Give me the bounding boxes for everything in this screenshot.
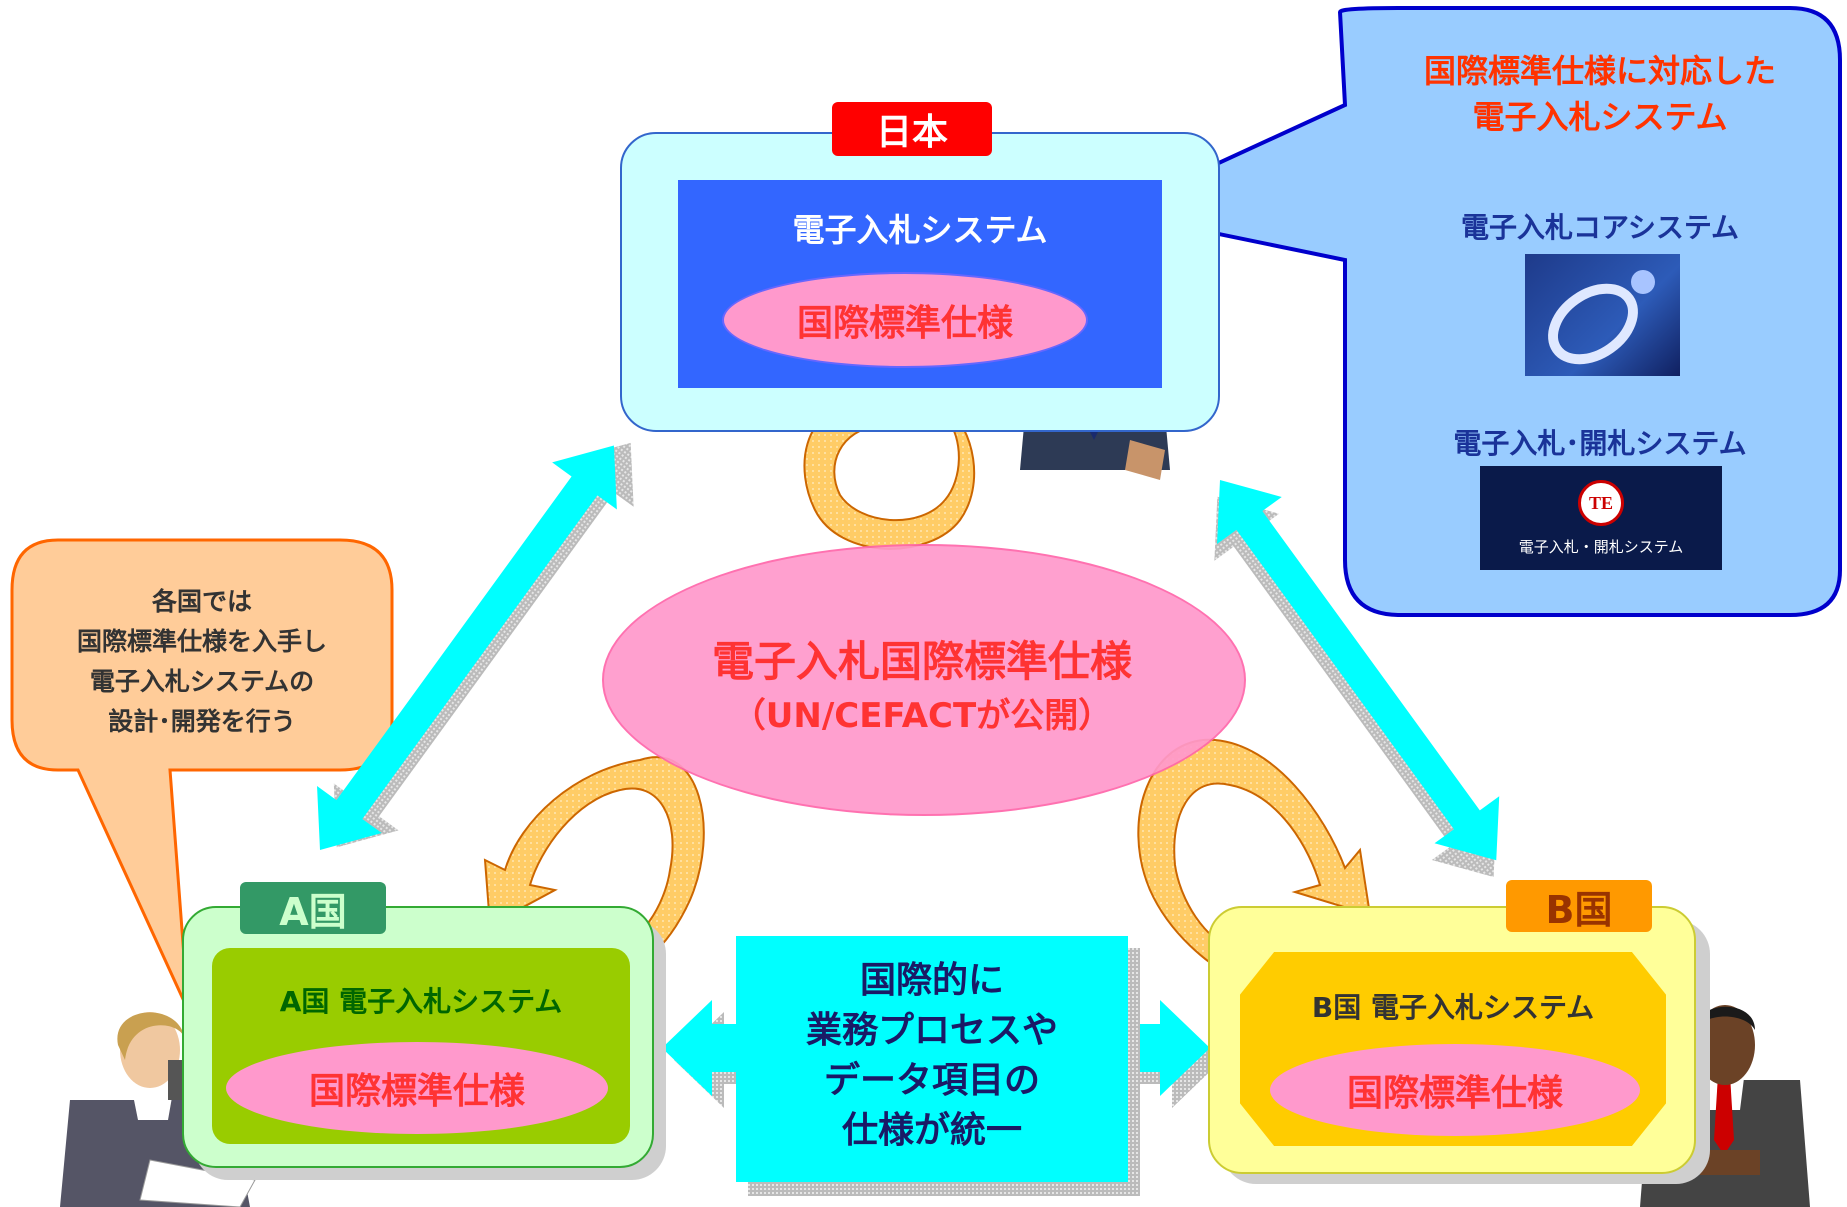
unify-line: 仕様が統一: [841, 1110, 1022, 1151]
callout-right-heading-1: 国際標準仕様に対応した: [1423, 52, 1776, 90]
callout-left-line: 国際標準仕様を入手し: [76, 627, 327, 656]
swirl-a: [483, 756, 705, 977]
callout-right-shape: [1105, 6, 1842, 617]
te-system-label: 電子入札･開札システム: [1453, 427, 1747, 460]
country-b-tag-text: B国: [1545, 887, 1613, 932]
unify-box-text: 国際的に 業務プロセスや データ項目の 仕様が統一: [736, 956, 1128, 1156]
te-logo-mark: TE: [1578, 480, 1624, 526]
unify-line: 国際的に: [859, 960, 1004, 1001]
callout-left-shape: [10, 538, 394, 1011]
country-b-standard-ellipse: 国際標準仕様: [1270, 1044, 1640, 1136]
country-b-system-title: B国 電子入札システム: [1311, 991, 1595, 1024]
japan-tag: 日本: [832, 102, 992, 156]
callout-left-text: 各国では 国際標準仕様を入手し 電子入札システムの 設計･開発を行う: [20, 582, 384, 742]
te-logo-caption: 電子入札・開札システム: [1518, 538, 1684, 556]
center-standard-subtitle: （UN/CEFACTが公開）: [731, 696, 1113, 736]
country-a-tag-text: A国: [279, 889, 347, 934]
japan-system-title: 電子入札システム: [792, 211, 1048, 249]
core-system-label: 電子入札コアシステム: [1460, 211, 1740, 244]
arrow-japan-b: [1214, 480, 1500, 877]
country-a-system-title: A国 電子入札システム: [279, 985, 563, 1018]
center-standard-ellipse: [602, 544, 1246, 816]
country-b-standard-text: 国際標準仕様: [1346, 1073, 1563, 1114]
country-a-standard-ellipse: 国際標準仕様: [226, 1042, 608, 1134]
callout-left-line: 電子入札システムの: [89, 667, 315, 696]
unify-line: データ項目の: [823, 1060, 1040, 1101]
te-logo-letters: TE: [1588, 492, 1613, 513]
japan-standard-text: 国際標準仕様: [796, 303, 1013, 344]
callout-left-line: 設計･開発を行う: [108, 707, 296, 736]
unify-line: 業務プロセスや: [805, 1010, 1058, 1051]
country-a-standard-text: 国際標準仕様: [308, 1071, 525, 1112]
japan-tag-text: 日本: [875, 112, 948, 153]
center-standard-title: 電子入札国際標準仕様: [711, 637, 1132, 686]
core-system-logo: [1525, 254, 1680, 376]
unify-box: [736, 936, 1128, 1182]
te-system-logo: TE 電子入札・開札システム: [1480, 466, 1722, 570]
callout-left-line: 各国では: [151, 587, 252, 616]
core-system-logo-icon: [1548, 270, 1655, 365]
arrow-japan-a: [317, 442, 634, 850]
callout-right-heading-2: 電子入札システム: [1472, 98, 1728, 136]
japan-standard-ellipse: 国際標準仕様: [722, 272, 1088, 368]
country-b-tag: B国: [1506, 880, 1652, 932]
country-a-tag: A国: [240, 882, 386, 934]
